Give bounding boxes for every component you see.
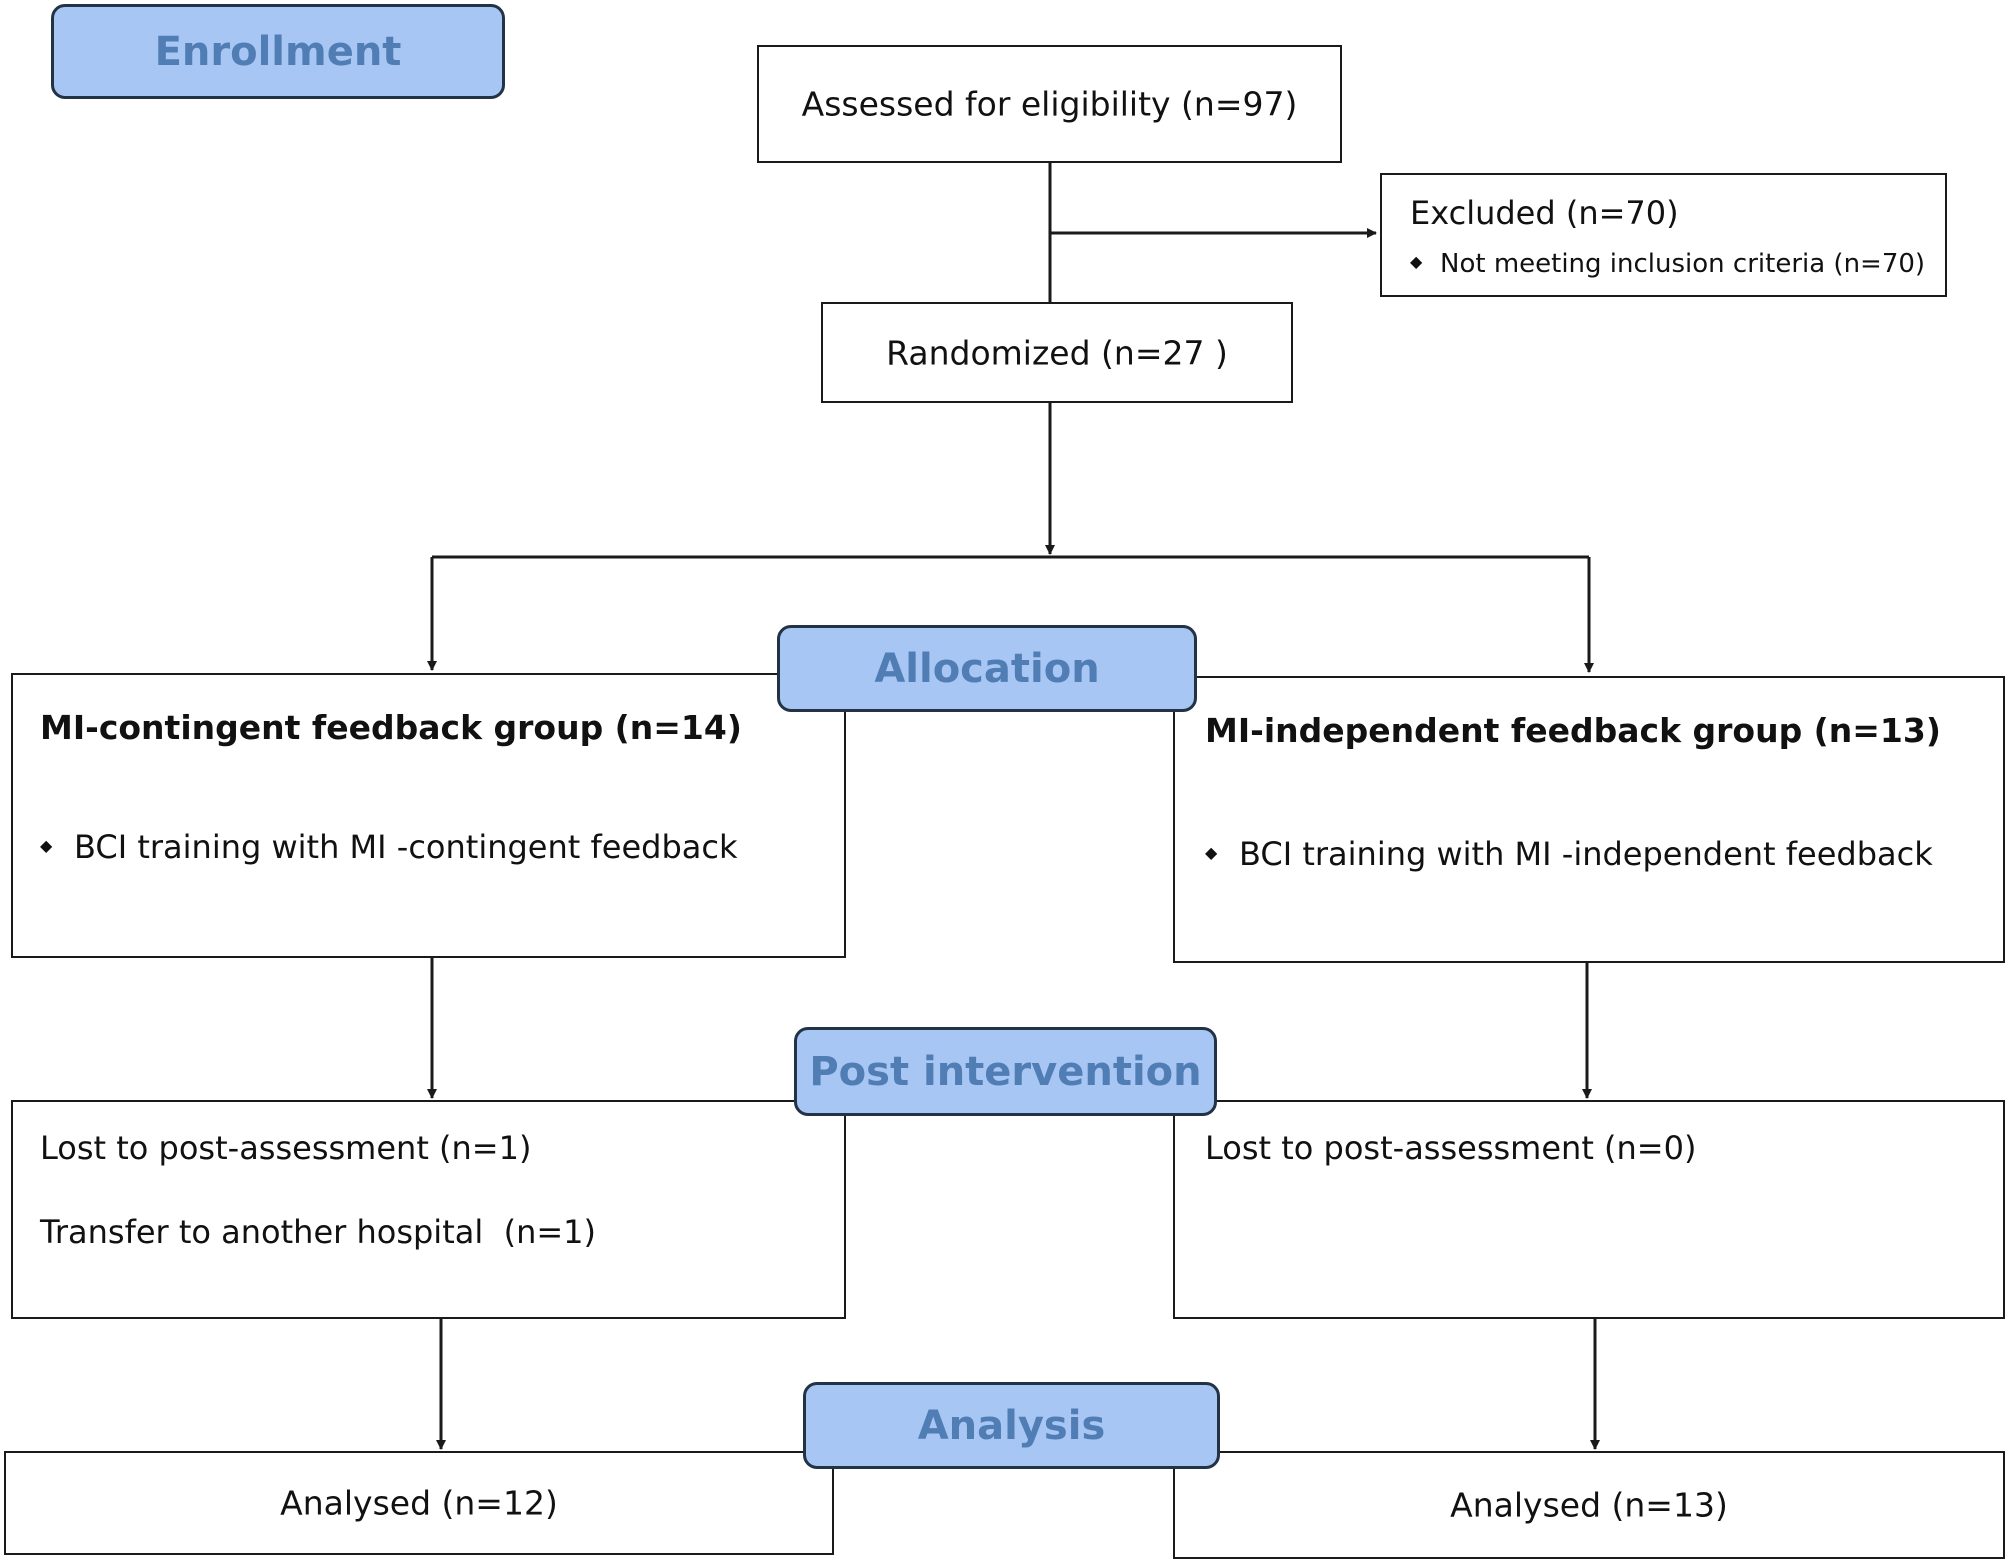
left-group-item: ◆ BCI training with MI -contingent feedba…: [40, 831, 737, 863]
stage-label-allocation: Allocation: [777, 625, 1197, 712]
excluded-reason-text: Not meeting inclusion criteria (n=70): [1440, 249, 1926, 279]
excluded-reason: ◆ Not meeting inclusion criteria (n=70): [1410, 251, 1925, 277]
stage-label-post-intervention: Post intervention: [794, 1027, 1217, 1116]
stage-label-analysis: Analysis: [803, 1382, 1220, 1469]
left-analysis-box: Analysed (n=12): [4, 1451, 834, 1555]
randomized-text: Randomized (n=27 ): [886, 333, 1228, 372]
bullet-icon: ◆: [1205, 843, 1218, 862]
right-group-box: MI-independent feedback group (n=13) ◆ BC…: [1173, 676, 2005, 963]
randomized-box: Randomized (n=27 ): [821, 302, 1293, 403]
right-analysis-box: Analysed (n=13): [1173, 1451, 2005, 1559]
left-group-title: MI-contingent feedback group (n=14): [40, 708, 742, 747]
right-post-lost: Lost to post-assessment (n=0): [1205, 1129, 1697, 1167]
right-group-item-text: BCI training with MI -independent feedba…: [1239, 835, 1933, 873]
left-analysis-text: Analysed (n=12): [280, 1483, 558, 1523]
right-group-item: ◆ BCI training with MI -independent feedb…: [1205, 838, 1933, 870]
stage-label-enrollment: Enrollment: [51, 4, 505, 99]
assessed-text: Assessed for eligibility (n=97): [801, 84, 1298, 124]
excluded-box: Excluded (n=70) ◆ Not meeting inclusion c…: [1380, 173, 1947, 297]
right-group-title: MI-independent feedback group (n=13): [1205, 711, 1941, 750]
left-post-box: Lost to post-assessment (n=1) Transfer t…: [11, 1100, 846, 1319]
left-post-lost: Lost to post-assessment (n=1): [40, 1129, 532, 1167]
bullet-icon: ◆: [1410, 251, 1423, 271]
left-group-item-text: BCI training with MI -contingent feedbac…: [74, 828, 738, 866]
right-analysis-text: Analysed (n=13): [1450, 1485, 1728, 1525]
left-post-transfer: Transfer to another hospital (n=1): [40, 1213, 596, 1251]
bullet-icon: ◆: [40, 836, 53, 855]
left-group-box: MI-contingent feedback group (n=14) ◆ BCI…: [11, 673, 846, 958]
assessed-box: Assessed for eligibility (n=97): [757, 45, 1342, 163]
excluded-title: Excluded (n=70): [1410, 194, 1679, 232]
right-post-box: Lost to post-assessment (n=0): [1173, 1100, 2005, 1319]
